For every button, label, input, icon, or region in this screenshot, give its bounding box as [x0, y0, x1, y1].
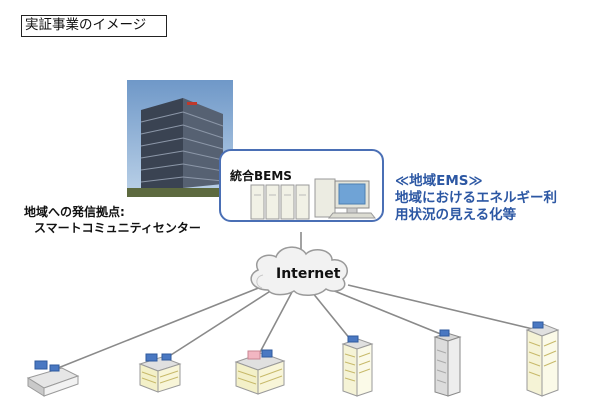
- link-line-3: [257, 291, 293, 357]
- link-line-6: [347, 284, 538, 331]
- building-icon: [341, 335, 374, 397]
- hub-label-line1: 地域への発信拠点:: [24, 205, 125, 219]
- desktop-pc-icon: [314, 178, 377, 219]
- note-body: 地域におけるエネルギー利用状況の見える化等: [395, 190, 557, 223]
- building-icon: [525, 321, 560, 397]
- regional-ems-note: ≪地域EMS≫ 地域におけるエネルギー利用状況の見える化等: [395, 173, 565, 224]
- hub-label-line2: スマートコミュニティセンター: [34, 221, 201, 235]
- bems-label: 統合BEMS: [230, 169, 292, 183]
- hub-label: 地域への発信拠点: スマートコミュニティセンター: [24, 204, 201, 236]
- bems-system-box: 統合BEMS: [219, 149, 384, 222]
- building-icon: [26, 360, 80, 397]
- server-rack-icon: [250, 184, 310, 220]
- link-line-2: [159, 289, 273, 363]
- building-icon: [138, 353, 182, 393]
- building-icon: [433, 329, 462, 397]
- internet-label: Internet: [276, 266, 341, 282]
- bems-equipment: [250, 178, 377, 220]
- link-line-5: [331, 289, 449, 338]
- cloud-icon: [250, 246, 348, 296]
- building-icon: [234, 349, 286, 395]
- link-line-1: [57, 286, 262, 369]
- note-heading: ≪地域EMS≫: [395, 173, 483, 189]
- office-tower-photo: [127, 80, 233, 197]
- diagram-title: 実証事業のイメージ: [21, 15, 167, 37]
